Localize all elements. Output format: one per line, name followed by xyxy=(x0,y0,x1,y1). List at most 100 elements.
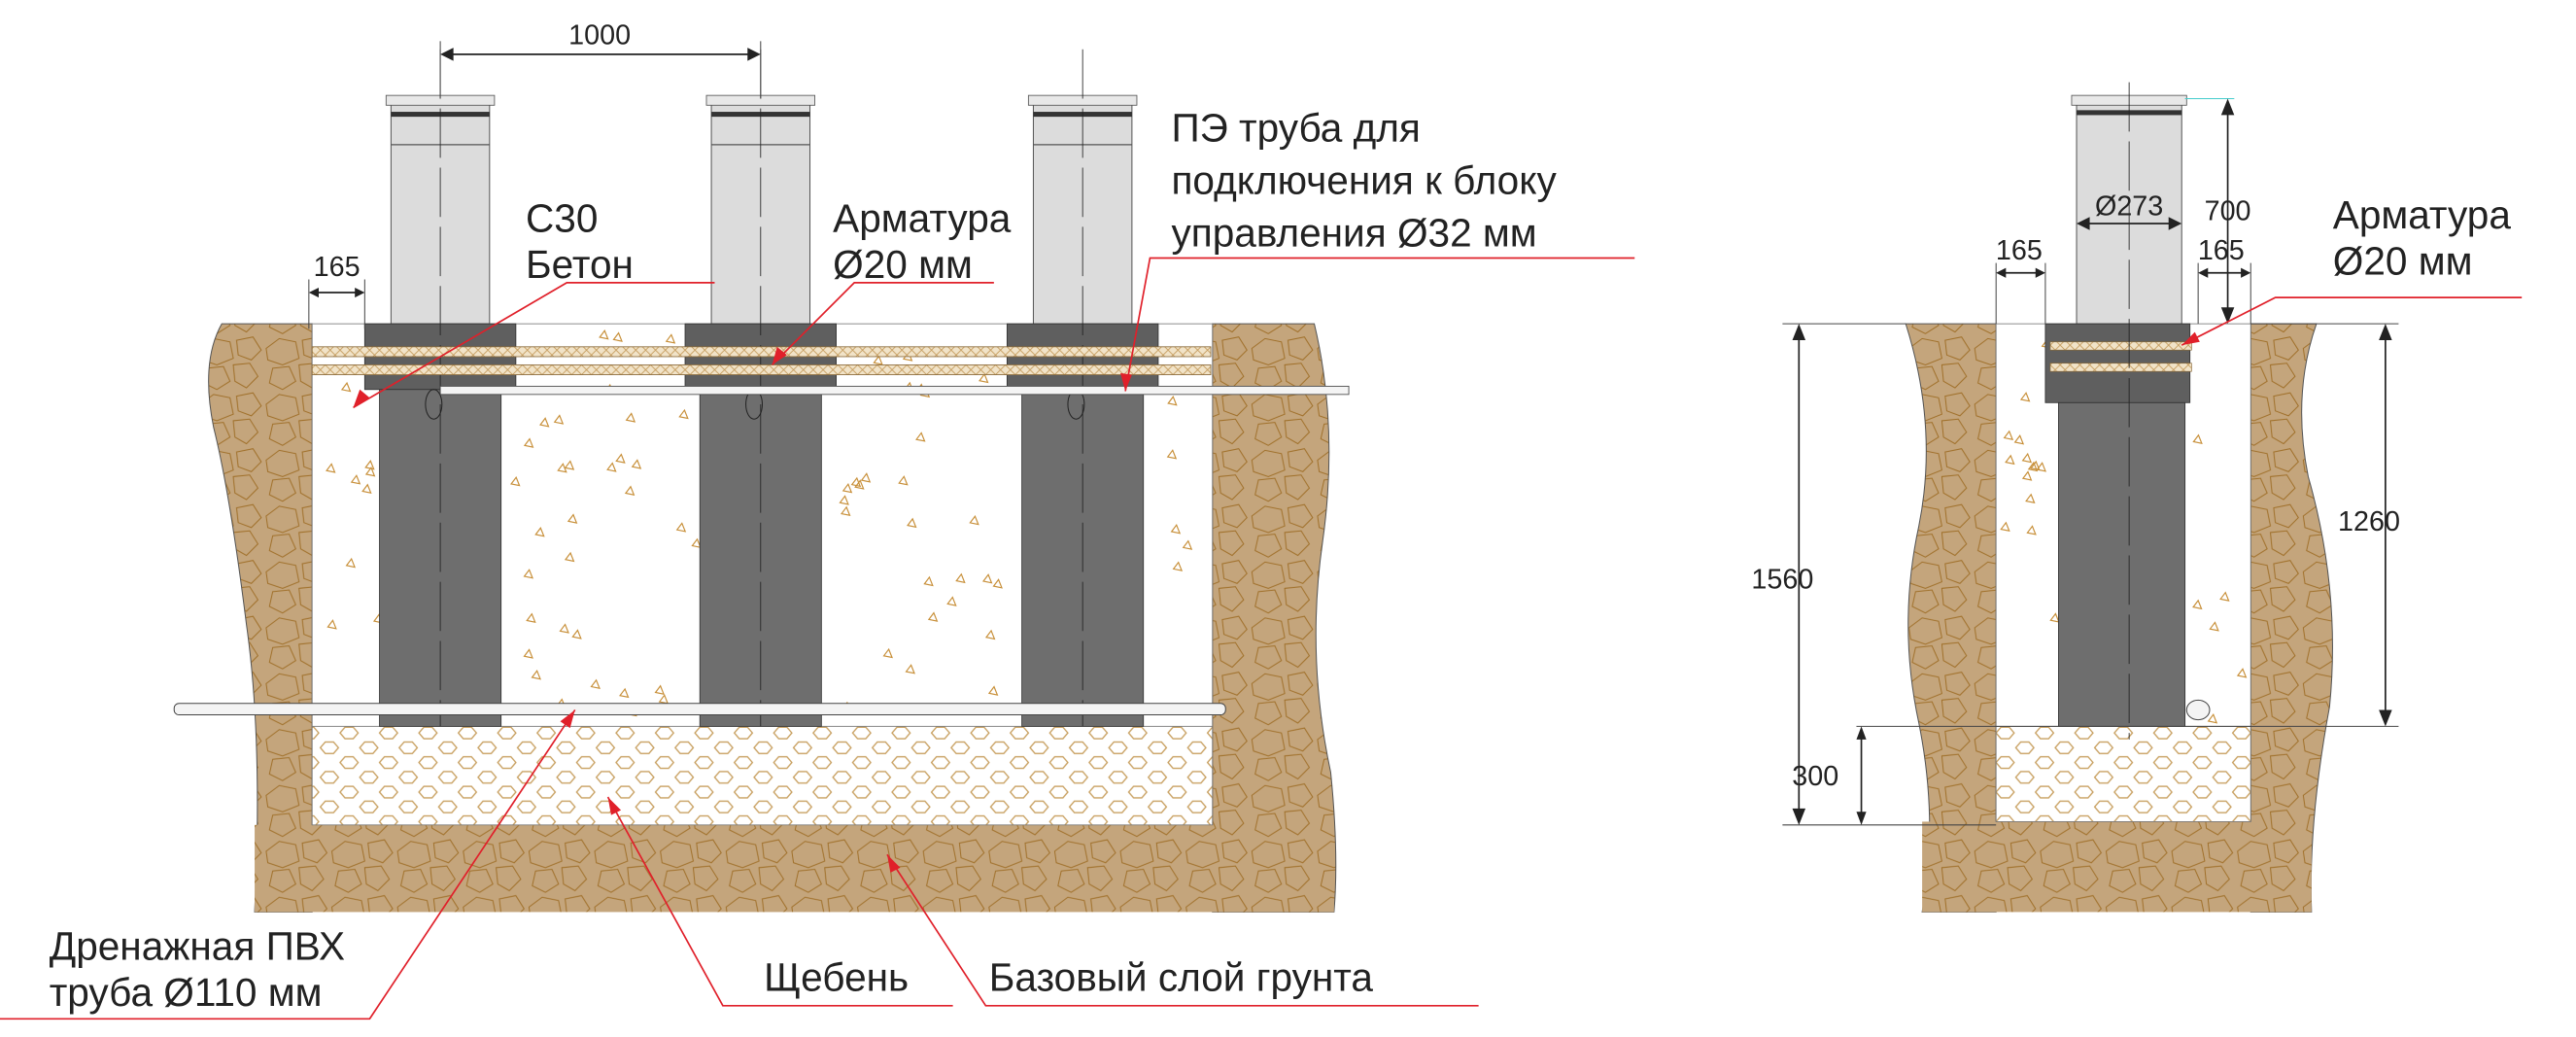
aggregate-mark xyxy=(987,685,999,696)
aggregate-mark xyxy=(854,479,865,490)
aggregate-mark xyxy=(1170,524,1182,535)
aggregate-mark xyxy=(326,463,336,473)
label-pe-pipe-2: подключения к блоку xyxy=(1171,158,1557,203)
aggregate-mark xyxy=(564,551,575,563)
aggregate-mark xyxy=(615,453,626,464)
aggregate-mark xyxy=(2026,525,2037,536)
aggregate-mark xyxy=(2207,713,2218,724)
aggregate-mark xyxy=(350,474,361,485)
aggregate-mark xyxy=(526,612,536,623)
aggregate-mark xyxy=(2030,460,2041,471)
aggregate-mark xyxy=(559,623,569,634)
bollard-1[interactable] xyxy=(363,49,517,727)
side-concrete-aggregate xyxy=(2000,338,2248,724)
aggregate-mark xyxy=(654,684,665,696)
aggregate-mark xyxy=(1172,561,1184,571)
aggregate-mark xyxy=(678,408,689,420)
label-concrete: Бетон xyxy=(526,242,634,287)
aggregate-mark xyxy=(567,513,578,524)
label-gravel: Щебень xyxy=(764,955,909,1000)
leader-base-soil xyxy=(886,853,1479,1007)
label-concrete-grade: C30 xyxy=(526,195,598,240)
side-leader-rebar xyxy=(2181,296,2523,346)
dimension-side-margin-right: 165 xyxy=(2198,235,2245,266)
aggregate-mark xyxy=(564,460,575,470)
aggregate-mark xyxy=(658,694,670,705)
aggregate-mark xyxy=(2036,462,2046,472)
aggregate-mark xyxy=(2021,452,2033,464)
aggregate-mark xyxy=(590,678,601,690)
aggregate-mark xyxy=(2025,493,2036,504)
aggregate-mark xyxy=(624,485,635,496)
leader-concrete xyxy=(353,282,715,409)
aggregate-mark xyxy=(2192,599,2203,610)
aggregate-mark xyxy=(2019,392,2031,402)
aggregate-mark xyxy=(361,483,372,494)
leader-pe-pipe xyxy=(1124,257,1635,392)
aggregate-mark xyxy=(553,414,565,425)
label-drain-pipe-1: Дренажная ПВХ xyxy=(50,923,345,968)
bollard-2[interactable] xyxy=(684,49,837,727)
side-gravel-layer xyxy=(1995,725,2251,822)
aggregate-mark xyxy=(915,432,926,442)
soil-side-right xyxy=(2250,323,2333,913)
aggregate-mark xyxy=(882,647,893,659)
aggregate-mark xyxy=(345,557,357,569)
dimension-height-above: 700 xyxy=(2205,196,2251,227)
aggregate-mark xyxy=(1182,539,1193,550)
aggregate-mark xyxy=(946,596,957,606)
dimension-bollard-depth: 1260 xyxy=(2338,506,2400,537)
aggregate-mark xyxy=(612,331,623,342)
dimension-gravel-depth: 300 xyxy=(1792,761,1838,792)
aggregate-mark xyxy=(898,475,909,486)
label-pe-pipe-3: управления Ø32 мм xyxy=(1171,211,1536,256)
aggregate-mark xyxy=(955,572,966,584)
leader-gravel xyxy=(606,796,953,1007)
rebar-bar-lower xyxy=(311,363,1212,375)
aggregate-mark xyxy=(860,472,872,483)
aggregate-mark xyxy=(850,476,862,488)
aggregate-mark xyxy=(1166,449,1178,460)
aggregate-mark xyxy=(923,575,934,587)
label-rebar: Арматура xyxy=(833,195,1012,240)
aggregate-mark xyxy=(675,522,687,533)
drain-pipe[interactable] xyxy=(173,703,1226,716)
aggregate-mark xyxy=(523,648,533,659)
aggregate-mark xyxy=(571,629,582,639)
pe-pipe[interactable] xyxy=(439,385,1350,396)
base-soil-layer xyxy=(255,824,1334,913)
aggregate-mark xyxy=(534,527,545,537)
soil-right-wave xyxy=(1212,323,1337,913)
dimension-spacing: 1000 xyxy=(568,20,631,52)
front-view: 1000 165 C30 Бетон Арматура Ø20 мм ПЭ тр… xyxy=(0,20,1635,1020)
label-base-soil: Базовый слой грунта xyxy=(989,955,1374,1000)
side-view: 700 Ø273 165 165 1560 1260 300 Арматура … xyxy=(1751,82,2523,913)
aggregate-mark xyxy=(2005,454,2015,466)
label-rebar-diameter: Ø20 мм xyxy=(833,242,973,287)
aggregate-mark xyxy=(539,417,550,428)
dimension-total-depth: 1560 xyxy=(1751,564,1813,595)
side-bollard[interactable] xyxy=(2044,82,2211,740)
aggregate-mark xyxy=(2027,461,2039,472)
aggregate-mark xyxy=(619,687,630,699)
aggregate-mark xyxy=(523,569,533,579)
aggregate-mark xyxy=(839,495,849,505)
aggregate-mark xyxy=(2013,434,2025,445)
aggregate-mark xyxy=(873,355,883,365)
bollard-3[interactable] xyxy=(1006,49,1159,727)
aggregate-mark xyxy=(531,670,541,680)
aggregate-mark xyxy=(2000,521,2010,533)
aggregate-mark xyxy=(340,381,352,393)
aggregate-mark xyxy=(631,459,642,469)
aggregate-mark xyxy=(2209,621,2219,632)
dimension-margin-left: 165 xyxy=(314,252,361,283)
soil-left-wave xyxy=(208,323,313,913)
aggregate-mark xyxy=(927,611,939,622)
dimension-diameter: Ø273 xyxy=(2095,191,2163,223)
label-drain-pipe-2: труба Ø110 мм xyxy=(50,970,323,1015)
side-base-soil xyxy=(1922,821,2312,913)
dimension-side-margin-left: 165 xyxy=(1996,235,2043,266)
aggregate-mark xyxy=(364,467,376,477)
